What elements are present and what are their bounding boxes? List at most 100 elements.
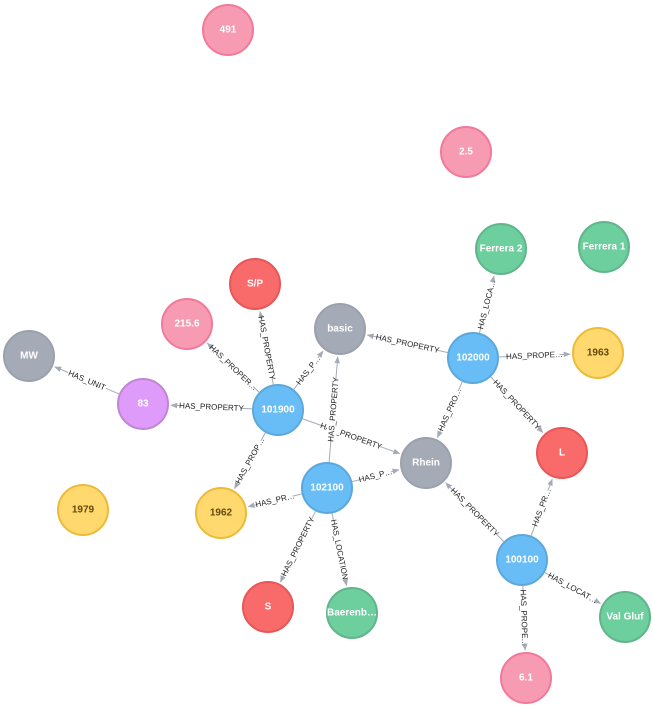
node-L[interactable]: L bbox=[536, 427, 588, 479]
relationship-n101900-n215_6[interactable]: HAS_PROPER… bbox=[206, 342, 260, 393]
node-label: 1963 bbox=[587, 348, 610, 359]
node-n6_1[interactable]: 6.1 bbox=[500, 652, 552, 704]
node-n1963[interactable]: 1963 bbox=[572, 327, 624, 379]
relationship-label-background bbox=[437, 388, 463, 431]
node-circle[interactable] bbox=[599, 591, 651, 643]
relationship-label: HAS_PROP… bbox=[234, 436, 267, 485]
node-n102000[interactable]: 102000 bbox=[447, 332, 499, 384]
node-n83[interactable]: 83 bbox=[117, 378, 169, 430]
relationship-n102100-n1962[interactable]: HAS_PR… bbox=[247, 491, 302, 510]
relationship-label-background bbox=[377, 332, 438, 355]
relationship-label: HAS_LOCAT… bbox=[546, 571, 598, 605]
relationship-n83-mw[interactable]: HAS_UNIT bbox=[54, 366, 120, 395]
relationship-label-background bbox=[256, 491, 294, 510]
node-label: 2.5 bbox=[459, 147, 473, 158]
node-n2_5[interactable]: 2.5 bbox=[440, 126, 492, 178]
relationship-label-background bbox=[450, 487, 500, 537]
node-n102100[interactable]: 102100 bbox=[301, 462, 353, 514]
node-S[interactable]: S bbox=[242, 581, 294, 633]
relationship-n101900-n1962[interactable]: HAS_PROP… bbox=[234, 432, 267, 490]
node-circle[interactable] bbox=[536, 427, 588, 479]
relationship-label-background bbox=[280, 517, 316, 576]
relationship-n100100-L[interactable]: HAS_PR… bbox=[530, 478, 553, 536]
relationship-n101900-rhein[interactable]: HAS_PROPERTY bbox=[302, 418, 401, 455]
node-circle[interactable] bbox=[314, 303, 366, 355]
node-label: 1979 bbox=[72, 505, 95, 516]
relationship-n102000-rhein[interactable]: HAS_PRO… bbox=[436, 381, 463, 439]
relationship-label-background bbox=[209, 345, 257, 391]
relationship-n102000-ferrera2[interactable]: HAS_LOCA… bbox=[476, 275, 497, 333]
node-circle[interactable] bbox=[496, 534, 548, 586]
node-label: 491 bbox=[220, 25, 237, 36]
relationship-label: HAS_UNIT bbox=[67, 369, 107, 393]
node-circle[interactable] bbox=[3, 330, 55, 382]
relationship-label: HAS_LOCATION bbox=[329, 519, 350, 581]
node-label: 100100 bbox=[505, 555, 539, 566]
relationship-n102100-basic[interactable]: HAS_PROPERTY bbox=[326, 356, 341, 463]
node-n101900[interactable]: 101900 bbox=[252, 384, 304, 436]
node-label: 6.1 bbox=[519, 673, 533, 684]
node-n491[interactable]: 491 bbox=[202, 4, 254, 56]
relationship-n100100-valgluf[interactable]: HAS_LOCAT… bbox=[544, 571, 602, 605]
node-n215_6[interactable]: 215.6 bbox=[161, 298, 213, 350]
node-circle[interactable] bbox=[578, 221, 630, 273]
node-label: Val Gluf bbox=[606, 612, 644, 623]
relationship-label-background bbox=[509, 349, 560, 362]
relationship-label: HAS_PRO… bbox=[436, 387, 463, 433]
node-ferrera1[interactable]: Ferrera 1 bbox=[578, 221, 630, 273]
node-valgluf[interactable]: Val Gluf bbox=[599, 591, 651, 643]
node-n1962[interactable]: 1962 bbox=[195, 487, 247, 539]
relationship-n102000-L[interactable]: HAS_PROPERTY bbox=[490, 376, 544, 434]
node-circle[interactable] bbox=[500, 652, 552, 704]
node-rhein[interactable]: Rhein bbox=[400, 437, 452, 489]
node-label: 102100 bbox=[310, 483, 344, 494]
node-label: 101900 bbox=[261, 405, 295, 416]
relationship-label-background bbox=[492, 379, 541, 430]
relationship-n102100-baerenb[interactable]: HAS_LOCATION bbox=[328, 513, 351, 587]
node-label: 1962 bbox=[210, 508, 233, 519]
node-circle[interactable] bbox=[440, 126, 492, 178]
node-circle[interactable] bbox=[326, 587, 378, 639]
relationship-label-background bbox=[181, 400, 242, 414]
node-circle[interactable] bbox=[202, 4, 254, 56]
relationship-label: HAS_PROPE… bbox=[519, 589, 530, 646]
relationship-label: HAS_PR… bbox=[254, 491, 295, 509]
node-circle[interactable] bbox=[252, 384, 304, 436]
relationship-n101900-n83[interactable]: HAS_PROPERTY bbox=[170, 400, 253, 414]
node-label: S bbox=[265, 602, 272, 613]
node-mw[interactable]: MW bbox=[3, 330, 55, 382]
node-circle[interactable] bbox=[57, 484, 109, 536]
relationship-label-background bbox=[66, 367, 108, 393]
relationship-n101900-sp[interactable]: HAS_PROPERTY bbox=[256, 310, 277, 385]
relationship-n101900-basic[interactable]: HAS_P… bbox=[293, 350, 324, 390]
node-circle[interactable] bbox=[161, 298, 213, 350]
relationship-label-background bbox=[328, 519, 351, 580]
node-basic[interactable]: basic bbox=[314, 303, 366, 355]
node-sp[interactable]: S/P bbox=[229, 258, 281, 310]
node-n1979[interactable]: 1979 bbox=[57, 484, 109, 536]
node-ferrera2[interactable]: Ferrera 2 bbox=[475, 223, 527, 275]
node-circle[interactable] bbox=[400, 437, 452, 489]
node-circle[interactable] bbox=[572, 327, 624, 379]
relationship-n102100-S[interactable]: HAS_PROPERTY bbox=[280, 511, 317, 583]
node-circle[interactable] bbox=[475, 223, 527, 275]
node-n100100[interactable]: 100100 bbox=[496, 534, 548, 586]
relationship-label: HAS_PROPERTY bbox=[256, 315, 277, 381]
node-label: Ferrera 1 bbox=[583, 242, 626, 253]
relationship-n102000-n1963[interactable]: HAS_PROPE… bbox=[498, 349, 571, 362]
node-label: 83 bbox=[137, 399, 149, 410]
node-circle[interactable] bbox=[117, 378, 169, 430]
node-circle[interactable] bbox=[242, 581, 294, 633]
relationship-n102100-rhein[interactable]: HAS_P… bbox=[352, 467, 400, 485]
node-baerenb[interactable]: Baerenb… bbox=[326, 587, 378, 639]
relationship-label: HAS_PROPERTY bbox=[179, 401, 245, 413]
node-circle[interactable] bbox=[301, 462, 353, 514]
relationship-label-background bbox=[530, 488, 553, 527]
node-circle[interactable] bbox=[447, 332, 499, 384]
relationship-n100100-rhein[interactable]: HAS_PROPERTY bbox=[445, 482, 505, 542]
node-circle[interactable] bbox=[229, 258, 281, 310]
node-circle[interactable] bbox=[195, 487, 247, 539]
relationship-n100100-n6_1[interactable]: HAS_PROPE… bbox=[518, 585, 530, 651]
relationship-n102000-basic[interactable]: HAS_PROPERTY bbox=[366, 332, 448, 355]
